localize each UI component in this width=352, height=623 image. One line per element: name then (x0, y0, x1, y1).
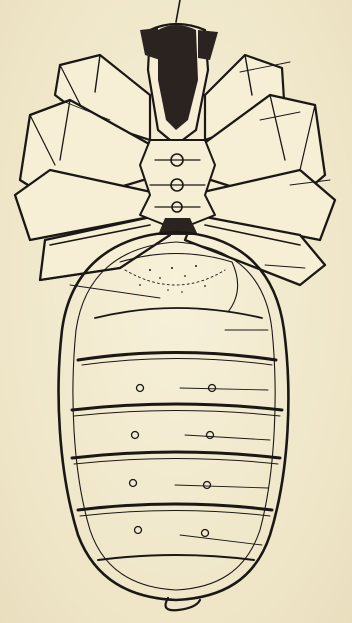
spiracles (130, 385, 216, 537)
stippling (139, 265, 206, 293)
